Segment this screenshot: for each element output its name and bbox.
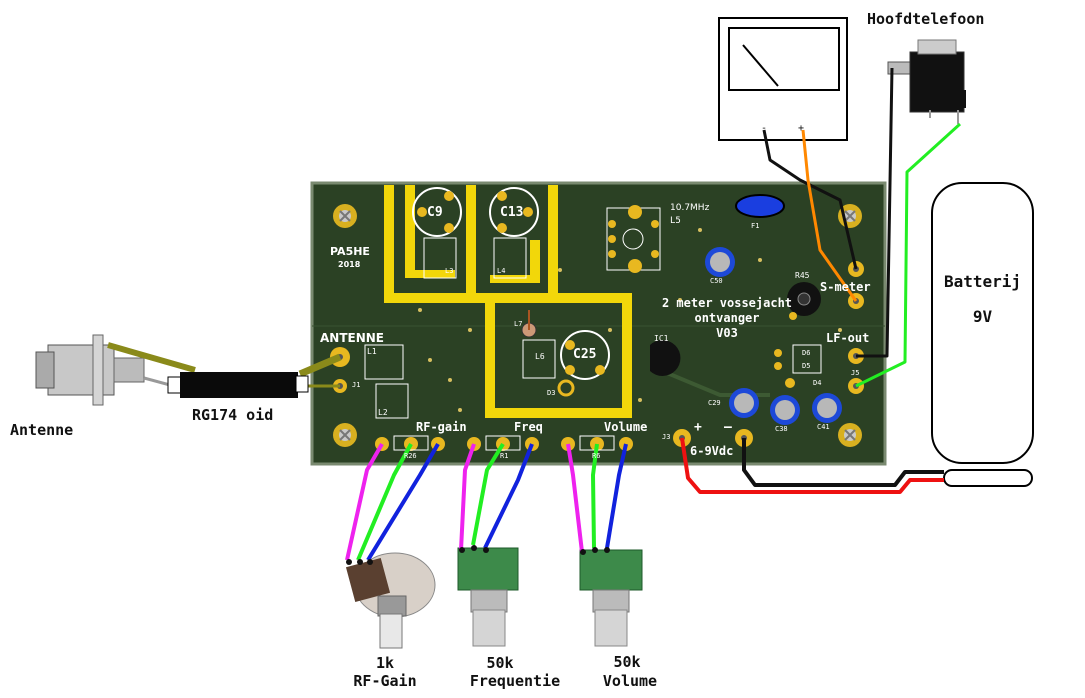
ref-r1: R1 (500, 452, 509, 460)
ref-c29: C29 (708, 399, 721, 407)
pcb-version: V03 (716, 326, 738, 340)
trimmer-c9 (412, 187, 462, 237)
pot-vol-value-label: 50k (613, 653, 641, 671)
ref-ic1: IC1 (654, 334, 669, 343)
ref-d3: D3 (547, 389, 556, 397)
pcb-volume-label: Volume (604, 420, 648, 434)
pcb-antenna-label: ANTENNE (320, 331, 384, 345)
wires (345, 67, 962, 562)
s-meter-instrument (718, 17, 848, 141)
if-transformer-l5 (606, 205, 661, 273)
wire-freq-green (471, 442, 505, 546)
ref-c25: C25 (573, 347, 597, 362)
pcb-minus-label: – (724, 420, 732, 435)
ref-j3: J3 (662, 433, 671, 441)
pot-freq-name-label: Frequentie (469, 672, 561, 690)
ref-d6: D6 (802, 349, 811, 357)
trimmer-r45 (787, 282, 821, 320)
ref-r26: R26 (404, 452, 417, 460)
pcb-if-freq-label: 10.7MHz (670, 203, 710, 213)
pcb-author: PA5HE (330, 245, 370, 258)
cable-label: RG174 oid (192, 406, 274, 424)
antenna-label: Antenne (10, 421, 74, 439)
pcb-supply-label: 6-9Vdc (690, 444, 734, 458)
ref-c13: C13 (500, 205, 524, 220)
trimmer-c13 (489, 187, 539, 237)
trimmer-c25 (560, 330, 610, 380)
pot-rf-gain-image (345, 552, 436, 649)
cap-c38 (770, 395, 800, 425)
wire-meter-black (762, 129, 858, 270)
pcb-lf-out-label: LF-out (826, 331, 870, 345)
wire-freq-magenta (459, 443, 476, 551)
headphone-jack-image (887, 39, 966, 124)
pot-rf-value-label: 1k (375, 654, 395, 672)
wire-rf-green (356, 443, 413, 561)
ref-f1: F1 (751, 222, 760, 230)
battery-image (931, 182, 1034, 487)
mounting-hole (838, 423, 862, 447)
pot-frequency-image (457, 547, 519, 647)
wire-lf-black (856, 67, 894, 358)
wire-lf-green (855, 122, 962, 388)
ref-j5: J5 (851, 369, 860, 377)
wire-vol-blue (605, 443, 628, 549)
pot-rf-name-label: RF-Gain (353, 672, 417, 690)
ref-d4: D4 (813, 379, 822, 387)
ref-l5: L5 (670, 216, 681, 226)
pot-volume-image (579, 549, 643, 647)
pcb-title-line1: 2 meter vossejacht (661, 296, 793, 310)
ref-l3: L3 (445, 267, 454, 275)
pcb-year: 2018 (338, 260, 361, 269)
pcb-title-line2: ontvanger (694, 311, 760, 325)
pcb-plus-label: + (694, 420, 702, 435)
meter-needle (742, 44, 779, 87)
headphones-label: Hoofdtelefoon (867, 10, 985, 28)
wire-power-red (680, 437, 944, 494)
wire-meter-orange (801, 129, 858, 302)
pcb-freq-label: Freq (514, 420, 543, 434)
coax-cable (107, 342, 342, 398)
wire-vol-green (591, 443, 599, 549)
wire-rf-blue (366, 442, 440, 562)
ref-c9: C9 (427, 205, 443, 220)
ref-l4: L4 (497, 267, 506, 275)
mounting-hole (333, 423, 357, 447)
wire-freq-blue (483, 443, 534, 549)
ref-l7: L7 (514, 320, 523, 328)
pot-freq-value-label: 50k (486, 654, 514, 672)
ref-l1: L1 (367, 347, 377, 356)
ref-l6: L6 (535, 352, 545, 361)
wire-power-black (742, 438, 944, 487)
meter-minus-label: - (761, 123, 768, 134)
ref-r45: R45 (795, 271, 810, 280)
bnc-connector-image (35, 334, 171, 406)
mounting-hole (333, 204, 357, 228)
battery-voltage-label: 9V (972, 307, 993, 326)
meter-plus-label: + (798, 123, 805, 134)
wire-vol-magenta (566, 443, 584, 553)
ref-j1: J1 (352, 381, 361, 389)
ref-d5: D5 (802, 362, 811, 370)
pcb-s-meter-label: S-meter (820, 280, 871, 294)
ref-r6: R6 (592, 452, 601, 460)
ref-c41: C41 (817, 423, 830, 431)
battery-title-label: Batterij (943, 272, 1022, 291)
ref-l2: L2 (378, 408, 388, 417)
pcb-board (310, 181, 887, 466)
pcb-rf-gain-label: RF-gain (416, 420, 467, 434)
cap-c29 (729, 388, 759, 418)
wire-rf-magenta (345, 443, 384, 561)
ref-c38: C38 (775, 425, 788, 433)
pot-vol-name-label: Volume (602, 672, 658, 690)
cap-c50 (705, 247, 735, 277)
copper-traces (384, 185, 632, 418)
cap-c41 (812, 393, 842, 423)
ref-c50: C50 (710, 277, 723, 285)
